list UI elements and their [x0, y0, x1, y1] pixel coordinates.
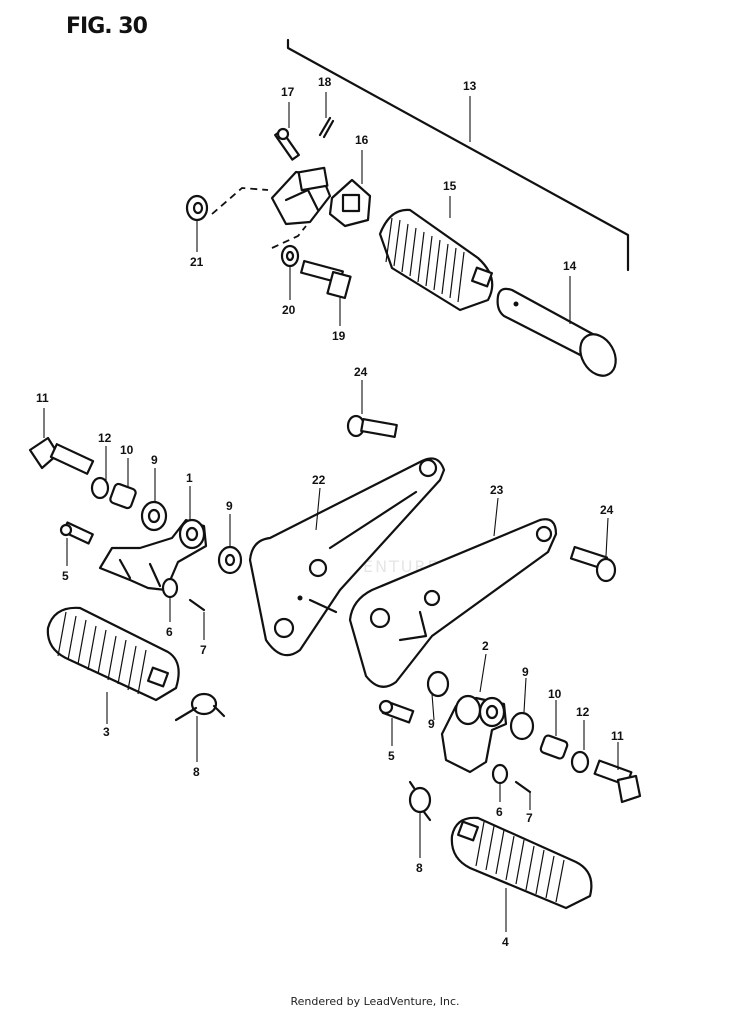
callout-12-right: 12	[576, 705, 590, 719]
callout-9-right-b: 9	[428, 717, 435, 731]
part-20-washer	[280, 244, 300, 268]
part-8-spring-right	[408, 780, 432, 822]
part-9-washer-right-b	[509, 711, 535, 741]
part-8-spring-left	[174, 692, 226, 722]
part-11-bolt-right	[593, 759, 642, 804]
part-23-bracket-right	[348, 518, 558, 688]
callout-19: 19	[332, 329, 346, 343]
part-16-plate	[328, 178, 372, 228]
part-24-bolt-top	[346, 414, 398, 438]
callout-5-left: 5	[62, 569, 69, 583]
callout-10-left: 10	[120, 443, 134, 457]
callout-8-left: 8	[193, 765, 200, 779]
part-24-bolt-right	[569, 545, 617, 583]
callout-24-right: 24	[600, 503, 614, 517]
part-10-collar-right	[539, 734, 569, 760]
callout-9-mid: 9	[226, 499, 233, 513]
callout-15: 15	[443, 179, 457, 193]
part-9-bush-left	[140, 500, 168, 532]
part-12-washer-left	[90, 476, 110, 500]
callout-7-left: 7	[200, 643, 207, 657]
callout-6-right: 6	[496, 805, 503, 819]
callout-6-left: 6	[166, 625, 173, 639]
part-4-footpeg-right	[450, 816, 593, 910]
callout-8-right: 8	[416, 861, 423, 875]
part-13-holder	[270, 166, 332, 226]
part-19-bolt	[300, 259, 352, 300]
part-2-footrest-bracket-right	[440, 694, 508, 774]
part-12-washer-right	[570, 750, 590, 774]
callout-17: 17	[281, 85, 295, 99]
callout-16: 16	[355, 133, 369, 147]
callout-20: 20	[282, 303, 296, 317]
callout-1: 1	[186, 471, 193, 485]
callout-9-left: 9	[151, 453, 158, 467]
part-18-cotter-pin	[318, 116, 335, 139]
callout-3: 3	[103, 725, 110, 739]
leader-lines	[43, 92, 619, 932]
callout-23: 23	[490, 483, 504, 497]
part-7-cotter-right	[514, 780, 532, 794]
dash-line-21	[211, 187, 269, 215]
part-14-footpeg-shaft	[496, 287, 617, 377]
part-7-cotter-left	[188, 598, 206, 612]
part-9-washer-right-a	[426, 670, 450, 698]
callout-11-right: 11	[611, 729, 624, 743]
figure-title: FIG. 30	[66, 14, 148, 39]
callout-7-right: 7	[526, 811, 533, 825]
footer-credit: Rendered by LeadVenture, Inc.	[290, 995, 460, 1008]
callout-13: 13	[463, 79, 477, 93]
part-6-washer-right	[491, 763, 509, 785]
callout-12-left: 12	[98, 431, 112, 445]
part-6-washer-left	[161, 577, 179, 599]
part-21-nut	[185, 194, 209, 222]
part-3-footpeg-left	[46, 606, 180, 702]
callout-5-right: 5	[388, 749, 395, 763]
callout-14: 14	[563, 259, 577, 273]
assembly-13-bracket-line	[286, 38, 630, 272]
part-11-bolt-left	[28, 436, 95, 475]
callout-11-left: 11	[36, 391, 49, 405]
part-1-footrest-bracket-left	[98, 518, 208, 592]
part-10-collar-left	[109, 482, 137, 510]
part-22-bracket-left	[248, 457, 446, 657]
callout-21: 21	[190, 255, 204, 269]
dash-line-20	[271, 225, 307, 249]
callout-2: 2	[482, 639, 489, 653]
part-17-pin	[274, 127, 300, 161]
part-5-pin-right	[378, 699, 415, 724]
callout-18: 18	[318, 75, 332, 89]
callout-24-top: 24	[354, 365, 368, 379]
callout-labels: 13 17 18 16 15 14 21 20 19 11 12 10 9 1 …	[36, 75, 624, 949]
callout-10-right: 10	[548, 687, 562, 701]
callout-22: 22	[312, 473, 326, 487]
part-9-washer-mid-left	[217, 545, 243, 575]
part-15-footpeg-rubber	[378, 208, 494, 312]
callout-4: 4	[502, 935, 509, 949]
callout-9-right-a: 9	[522, 665, 529, 679]
part-5-pin-left	[59, 521, 94, 545]
